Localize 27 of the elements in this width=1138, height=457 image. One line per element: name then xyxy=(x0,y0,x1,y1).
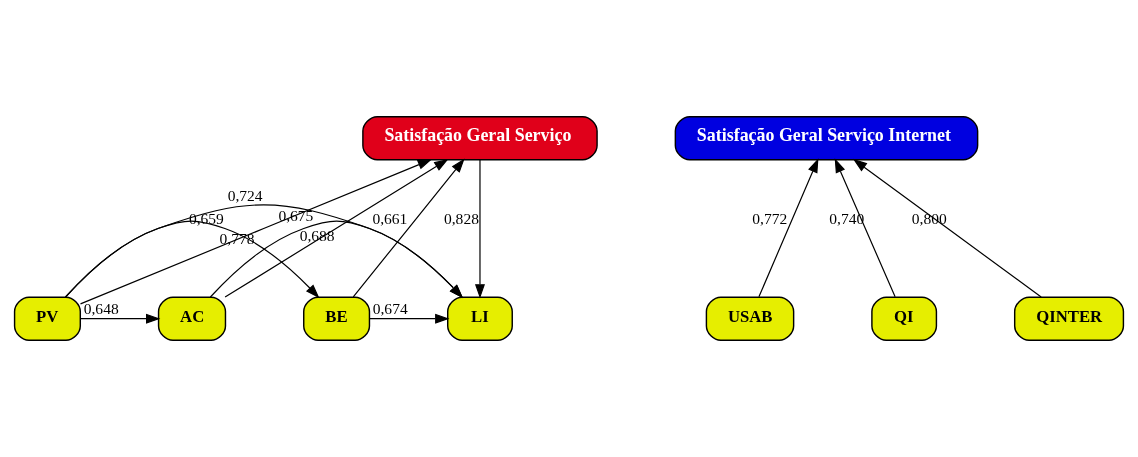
arrow xyxy=(80,313,161,324)
arrow xyxy=(79,159,433,305)
edge-label: 0,648 xyxy=(83,300,119,318)
node-box: AC xyxy=(157,296,227,341)
node-box: LI xyxy=(447,296,513,341)
node-box: PV xyxy=(13,296,81,341)
node-box: USAB xyxy=(705,296,795,341)
arrow xyxy=(369,313,450,324)
edge-label: 0,674 xyxy=(372,300,408,318)
arrow xyxy=(64,204,464,299)
edge-label: 0,659 xyxy=(188,210,224,228)
arrow xyxy=(758,158,819,298)
arrow xyxy=(474,159,485,299)
node-box: Satisfação Geral Serviço xyxy=(362,116,598,161)
arrow xyxy=(352,158,465,298)
edge-label: 0,661 xyxy=(372,209,408,227)
node-box: QI xyxy=(871,296,938,341)
edge-label: 0,724 xyxy=(227,186,263,204)
edge-label: 0,772 xyxy=(752,210,788,228)
arrow xyxy=(834,158,896,298)
arrow xyxy=(852,158,1042,298)
edge-label: 0,828 xyxy=(444,209,479,227)
node-box: Satisfação Geral Serviço Internet xyxy=(674,116,979,161)
node-box: BE xyxy=(303,296,371,341)
arrow xyxy=(224,158,449,298)
node-box: QINTER xyxy=(1013,296,1125,341)
arrow xyxy=(209,220,464,299)
